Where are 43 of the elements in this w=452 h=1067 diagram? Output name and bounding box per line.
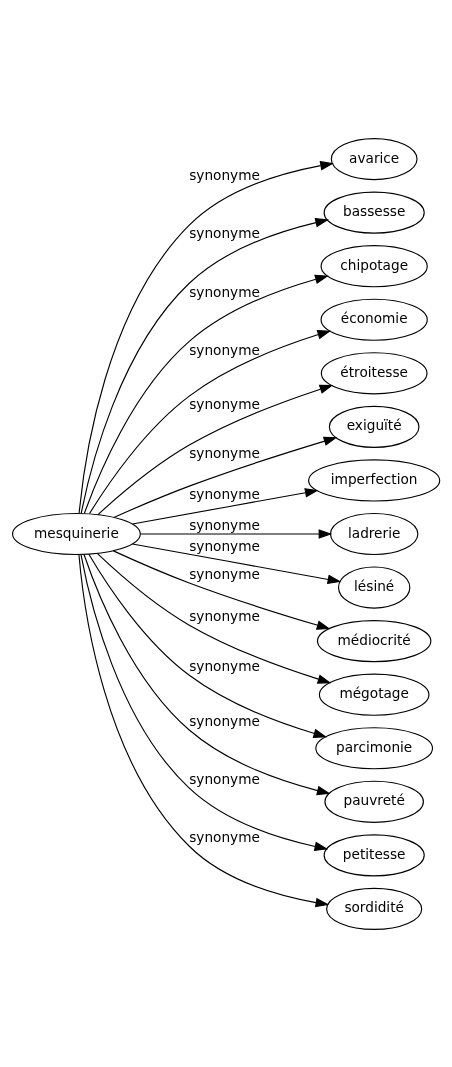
arrow — [80, 553, 329, 851]
arrow — [97, 384, 334, 515]
edge-label: synonyme — [189, 607, 260, 624]
edge-label: synonyme — [189, 516, 260, 533]
edge-label: synonyme — [189, 537, 260, 554]
arrow — [88, 329, 332, 514]
edge-label: synonyme — [189, 166, 260, 183]
edge-label: synonyme — [189, 770, 260, 787]
node-ellipse: lésiné — [337, 565, 411, 609]
arrow — [96, 552, 332, 684]
arrow — [131, 542, 342, 584]
node-ellipse: ladrerie — [329, 512, 419, 555]
node-ellipse: imperfection — [308, 458, 441, 501]
node-ellipse: exiguïté — [328, 405, 420, 448]
node-ellipse: chipotage — [320, 244, 428, 287]
edge-label: synonyme — [189, 341, 260, 358]
node-ellipse: petitesse — [323, 833, 425, 876]
node-ellipse: mesquinerie — [12, 512, 141, 555]
arrow — [78, 553, 330, 907]
node-ellipse: pauvreté — [324, 780, 424, 823]
arrow — [83, 274, 329, 514]
edge-label: synonyme — [189, 485, 260, 502]
arrow — [140, 528, 333, 539]
node-ellipse: parcimonie — [315, 726, 434, 769]
node-ellipse: économie — [320, 298, 428, 341]
node-ellipse: avarice — [330, 137, 418, 180]
arrow — [112, 549, 331, 630]
edge-label: synonyme — [189, 657, 260, 674]
arrow — [131, 487, 319, 525]
edge-label: synonyme — [189, 224, 260, 241]
edge-label: synonyme — [189, 444, 260, 461]
node-ellipse: bassesse — [323, 191, 425, 234]
arrow — [78, 160, 334, 514]
edge-label: synonyme — [189, 283, 260, 300]
arrow — [83, 553, 331, 795]
edge-label: synonyme — [189, 565, 260, 582]
arrow — [113, 436, 338, 518]
arrow — [88, 553, 328, 738]
node-ellipse: sordidité — [326, 887, 423, 930]
edge-label: synonyme — [189, 712, 260, 729]
arrow — [80, 217, 329, 514]
edge-label: synonyme — [189, 828, 260, 845]
edge-label: synonyme — [189, 395, 260, 412]
